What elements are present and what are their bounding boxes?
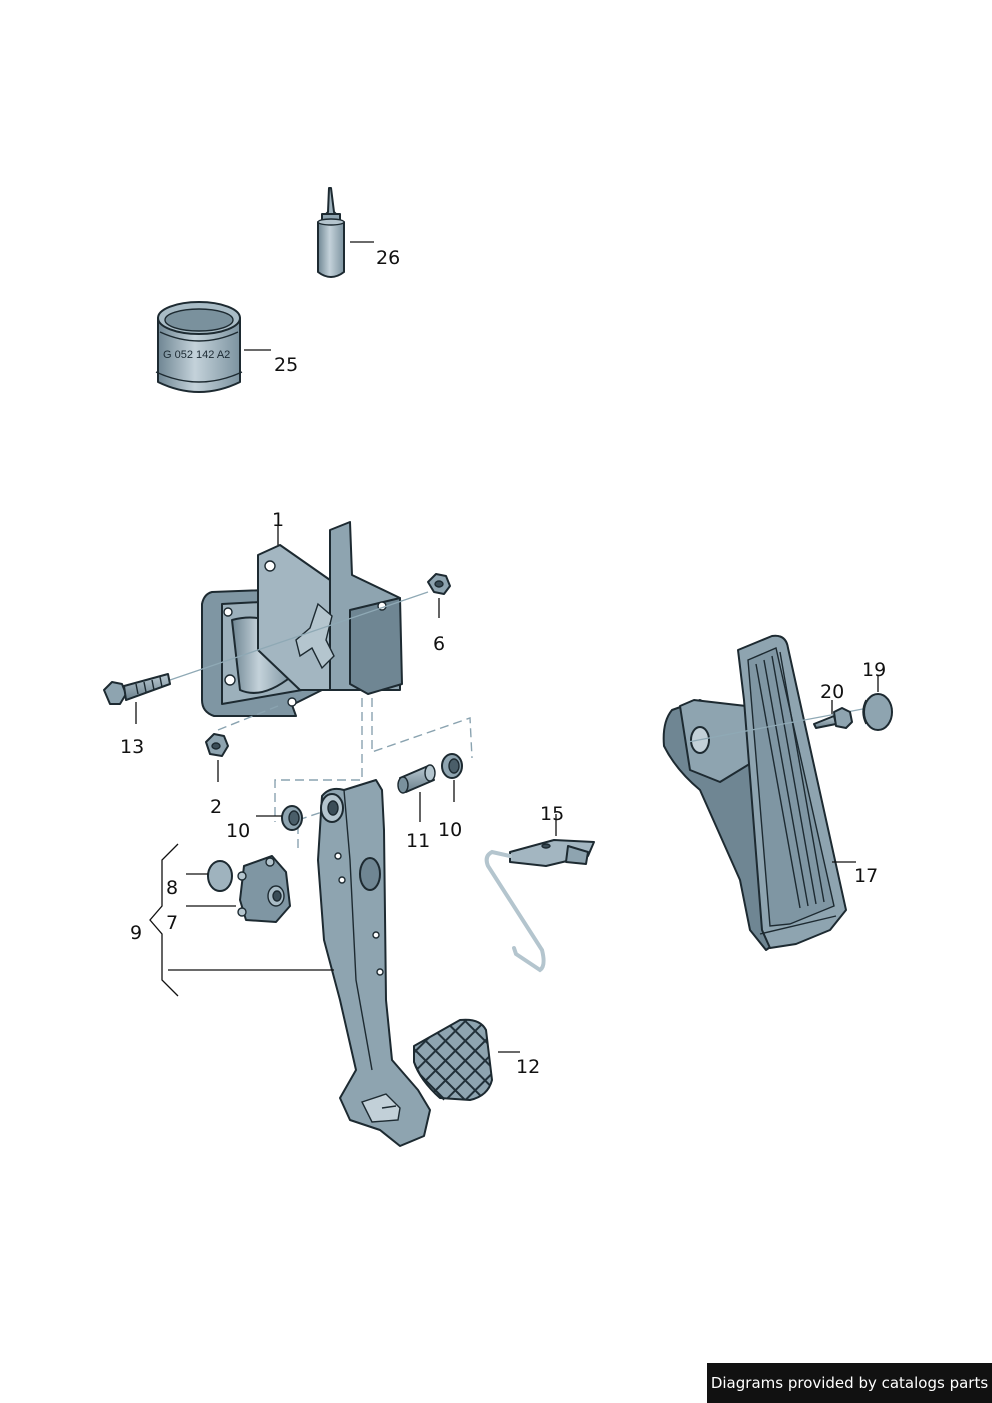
guide-bracket-to-bushing bbox=[371, 698, 473, 759]
label-6: 6 bbox=[433, 633, 445, 655]
label-8: 8 bbox=[166, 877, 178, 899]
pedal-bracket-part-1 bbox=[201, 521, 403, 717]
sealant-tube-part-26 bbox=[317, 187, 345, 278]
guide-nut-2 bbox=[217, 705, 279, 731]
can-marking: G 052 142 A2 bbox=[163, 349, 230, 361]
label-17: 17 bbox=[854, 865, 878, 887]
label-19: 19 bbox=[862, 659, 886, 681]
brake-pedal-part-9 bbox=[317, 779, 431, 1147]
label-12: 12 bbox=[516, 1056, 540, 1078]
label-25: 25 bbox=[274, 354, 298, 376]
bushing-part-10-left bbox=[281, 805, 303, 831]
screw-part-20 bbox=[813, 707, 853, 729]
grease-can-part-25: G 052 142 A2 bbox=[155, 301, 243, 393]
label-13: 13 bbox=[120, 736, 144, 758]
label-1: 1 bbox=[272, 509, 284, 531]
cap-part-19 bbox=[862, 693, 893, 731]
label-10-right: 10 bbox=[438, 819, 462, 841]
brace-9 bbox=[149, 843, 179, 997]
sensor-part-7 bbox=[237, 855, 291, 923]
credit-banner: Diagrams provided by catalogs parts bbox=[707, 1363, 992, 1403]
sleeve-part-11 bbox=[397, 764, 436, 794]
guide-bracket-to-pedal bbox=[274, 698, 363, 822]
label-15: 15 bbox=[540, 803, 564, 825]
label-10-left: 10 bbox=[226, 820, 250, 842]
rod-part-15 bbox=[484, 839, 595, 973]
label-20: 20 bbox=[820, 681, 844, 703]
pivot-axis-line bbox=[169, 591, 429, 681]
label-11: 11 bbox=[406, 830, 430, 852]
pedal-pad-part-12 bbox=[413, 1018, 493, 1101]
label-9: 9 bbox=[130, 922, 142, 944]
accelerator-pedal-part-17 bbox=[662, 634, 847, 951]
nut-part-2 bbox=[205, 733, 229, 757]
bolt-part-13 bbox=[103, 673, 171, 705]
label-26: 26 bbox=[376, 247, 400, 269]
nut-part-6 bbox=[427, 573, 451, 595]
bushing-part-10-right bbox=[441, 753, 463, 779]
label-7: 7 bbox=[166, 912, 178, 934]
label-2: 2 bbox=[210, 796, 222, 818]
cap-part-8 bbox=[207, 860, 233, 892]
